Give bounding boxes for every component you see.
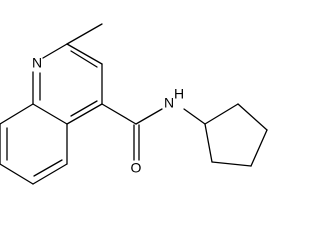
bond-c8a-c8: [0, 103, 34, 125]
bond-c4-c4a-inner: [70, 100, 98, 117]
bond-c2-methyl: [66, 23, 103, 45]
bond-c7-c6: [0, 163, 34, 185]
bond-cp5-cp1: [204, 123, 213, 163]
amide-nitrogen-label: N: [164, 95, 174, 111]
bond-c4-c4a: [66, 103, 103, 125]
bond-n-cyclopentyl: [183, 108, 206, 125]
bond-c6-c5: [32, 163, 68, 185]
bond-c6-c5-inner: [33, 159, 63, 177]
bond-n1-c2: [42, 43, 68, 59]
amide-hydrogen-label: H: [174, 86, 184, 102]
ring-nitrogen-label: N: [32, 55, 42, 71]
carbonyl-oxygen-label: O: [131, 160, 142, 176]
bond-c2-c3: [66, 43, 103, 65]
atom-labels-group: N N H O: [32, 55, 184, 176]
bond-cp2-cp3: [237, 103, 268, 131]
bond-cp3-cp4: [250, 129, 268, 167]
bond-c2-c3-inner: [70, 50, 98, 68]
bond-cp4-cp5: [211, 161, 252, 167]
bond-c4a-c8a: [32, 103, 68, 125]
bond-carbonyl-n: [135, 108, 163, 125]
bond-cp1-cp2: [204, 103, 239, 125]
bond-c4-carbonyl: [101, 103, 137, 125]
bonds-group: [0, 23, 268, 185]
chemical-structure-diagram: N N H O: [0, 23, 268, 185]
